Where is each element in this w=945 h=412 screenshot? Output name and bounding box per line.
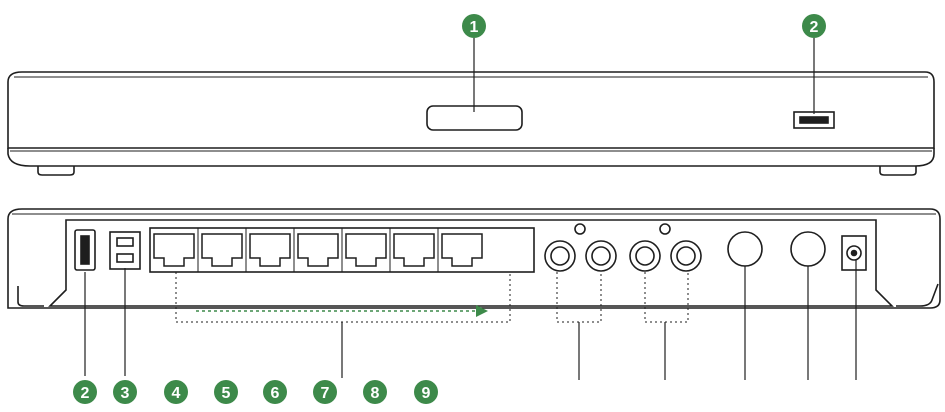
callout-label: 1 [470, 19, 479, 36]
ethernet-port [201, 233, 243, 267]
front-callouts: 1 2 [462, 14, 826, 38]
callout-circle [802, 14, 826, 38]
callout-badge: 8 [363, 380, 387, 404]
ground-screw-2 [659, 223, 671, 235]
rca-jack-4-inner [676, 246, 696, 266]
callout-badge: 6 [263, 380, 287, 404]
rca-jack-2-inner [591, 246, 611, 266]
ethernet-range-arrowhead [476, 305, 488, 317]
power-jack-ring [846, 245, 862, 261]
callout-label: 9 [422, 385, 431, 402]
rca-jack-1-inner [550, 246, 570, 266]
ethernet-port [297, 233, 339, 267]
callout-badge: 9 [414, 380, 438, 404]
callout-circle [113, 380, 137, 404]
callout-label: 8 [371, 385, 380, 402]
callout-badge: 2 [73, 380, 97, 404]
front-base [7, 148, 935, 167]
back-callouts: 2 3 4 5 6 7 8 9 [73, 380, 438, 404]
ethernet-ports [153, 228, 483, 272]
callout-circle [313, 380, 337, 404]
callout-label: 2 [81, 385, 90, 402]
usb-port-rear [74, 229, 96, 271]
ethernet-bracket [175, 272, 511, 323]
rca-jack-2 [585, 240, 617, 272]
callout-circle [462, 14, 486, 38]
callout-badge: 2 [802, 14, 826, 38]
connector-panel [48, 219, 894, 307]
rca-bracket-1 [556, 272, 602, 323]
callout-label: 5 [222, 385, 231, 402]
callout-circle [263, 380, 287, 404]
usb-b-inner-bottom [116, 253, 134, 263]
callout-label: 4 [172, 385, 181, 402]
front-body [7, 71, 935, 149]
rca-connectors [544, 223, 702, 272]
round-connector-1 [727, 231, 763, 267]
power-jack-pin [850, 249, 858, 257]
usb-port-rear-inner [80, 235, 90, 265]
front-foot-left [37, 166, 75, 176]
callout-circle [214, 380, 238, 404]
rca-jack-4 [670, 240, 702, 272]
back-view [7, 208, 941, 309]
round-connectors [727, 231, 826, 267]
callout-badge: 7 [313, 380, 337, 404]
ethernet-port [345, 233, 387, 267]
callout-circle [363, 380, 387, 404]
ethernet-port [249, 233, 291, 267]
rca-jack-3-inner [635, 246, 655, 266]
callout-label: 6 [271, 385, 280, 402]
ethernet-port [441, 233, 483, 267]
callout-badge: 5 [214, 380, 238, 404]
front-foot-right [879, 166, 917, 176]
back-body [7, 208, 941, 309]
back-leader-lines [84, 260, 857, 380]
callout-label: 2 [810, 19, 819, 36]
callout-label: 7 [321, 385, 330, 402]
ground-screw-1 [574, 223, 586, 235]
front-view [7, 71, 935, 176]
callout-circle [414, 380, 438, 404]
callout-label: 3 [121, 385, 130, 402]
callout-badge: 1 [462, 14, 486, 38]
power-jack [841, 235, 867, 271]
rca-jack-1 [544, 240, 576, 272]
callout-badge: 4 [164, 380, 188, 404]
callout-badge: 3 [113, 380, 137, 404]
back-foot-left [17, 286, 44, 307]
callout-circle [164, 380, 188, 404]
callout-circle [73, 380, 97, 404]
back-foot-right [896, 283, 939, 307]
rca-bracket-2 [644, 272, 689, 323]
ethernet-port [153, 233, 195, 267]
usb-port-front-inner [799, 116, 829, 124]
round-connector-2 [790, 231, 826, 267]
ethernet-port [393, 233, 435, 267]
rca-jack-3 [629, 240, 661, 272]
power-jack-body [841, 235, 867, 271]
usb-b-inner-top [116, 237, 134, 247]
front-leader-lines [473, 38, 815, 114]
